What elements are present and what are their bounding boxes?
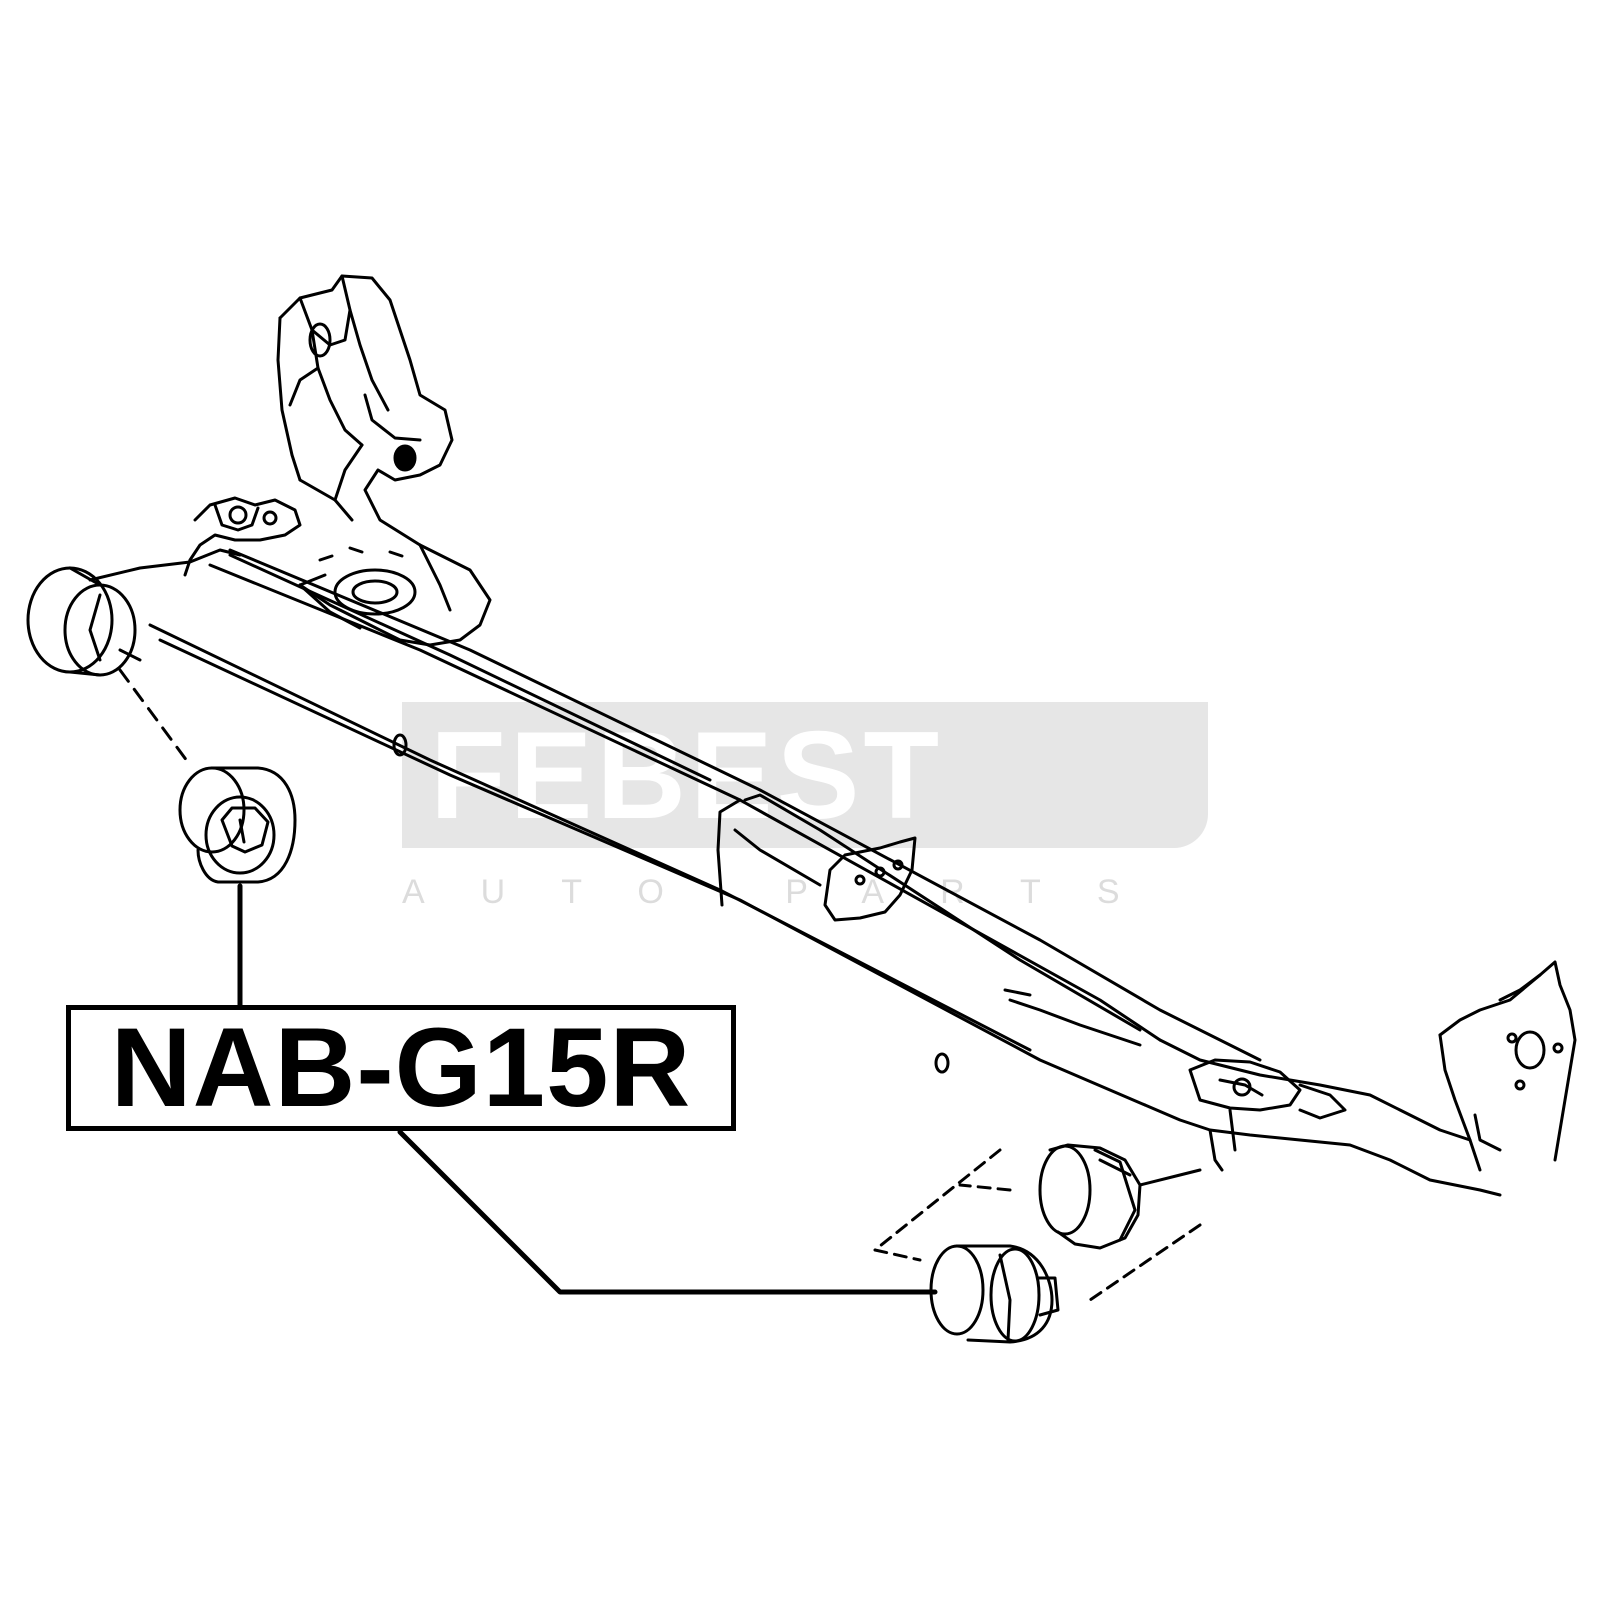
watermark-box: [402, 702, 1208, 848]
left-mount-bracket: [183, 496, 302, 577]
left-bushing: [178, 766, 297, 884]
part-number-label: NAB-G15R: [66, 1005, 736, 1131]
center-bracket: [823, 836, 917, 922]
right-upper-bracket: [1438, 960, 1577, 1172]
watermark-tagline: AUTO PARTS: [402, 873, 1176, 911]
leader-right: [397, 1129, 938, 1295]
right-bushing: [929, 1244, 1060, 1344]
left-upper-bracket: [276, 274, 492, 647]
right-trailing-arm: [1003, 988, 1502, 1197]
watermark-brand: FEBEST: [430, 707, 944, 845]
right-beam-bushing-eye: [1038, 1143, 1202, 1250]
left-beam-bushing-eye: [26, 566, 142, 677]
leader-dashed: [118, 668, 192, 767]
torsion-beam: [88, 548, 1262, 1107]
projection-lines: [873, 1148, 1202, 1302]
